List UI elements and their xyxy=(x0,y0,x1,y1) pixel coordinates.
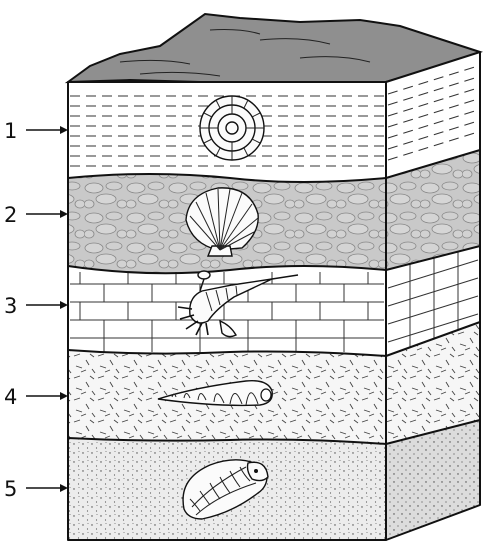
side-face xyxy=(386,52,480,540)
arrow-icon xyxy=(60,301,68,309)
scallop-shell-icon xyxy=(185,187,259,257)
layer-number-5: 5 xyxy=(4,477,17,501)
arrow-icon xyxy=(60,210,68,218)
snail-shell-icon xyxy=(157,380,273,407)
layer-label-1: 1 xyxy=(4,119,68,143)
layer-number-3: 3 xyxy=(4,294,17,318)
sea-scorpion-icon xyxy=(177,270,299,338)
layer-number-2: 2 xyxy=(4,203,17,227)
arrow-icon xyxy=(60,126,68,134)
trilobite-icon xyxy=(182,459,269,520)
layer-label-4: 4 xyxy=(4,385,68,409)
ammonite-icon xyxy=(199,95,265,161)
arrow-icon xyxy=(60,392,68,400)
layer-label-2: 2 xyxy=(4,203,68,227)
layer-label-3: 3 xyxy=(4,294,68,318)
layer-label-5: 5 xyxy=(4,477,68,501)
arrow-icon xyxy=(60,484,68,492)
layer-number-4: 4 xyxy=(4,385,17,409)
layer-number-1: 1 xyxy=(4,119,17,143)
layer-3-limestone xyxy=(68,266,386,356)
